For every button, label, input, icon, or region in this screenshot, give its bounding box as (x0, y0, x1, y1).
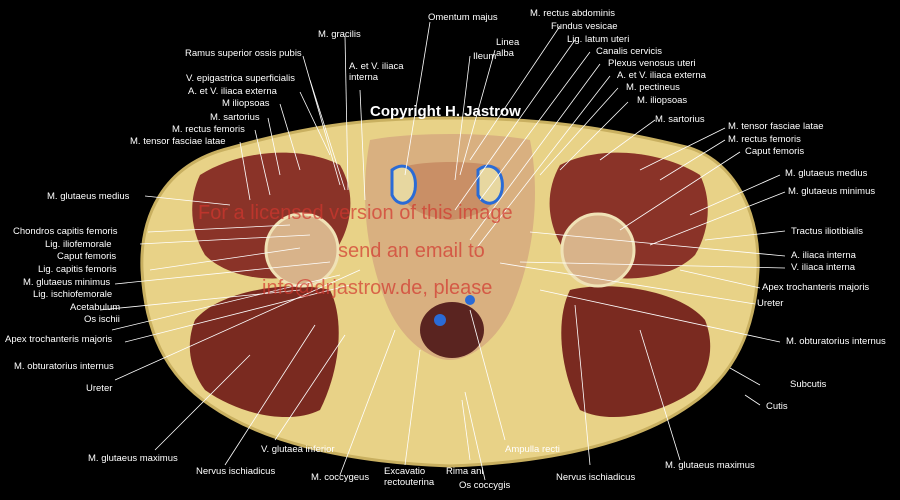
leader-lines (99, 21, 786, 481)
label-m-sartorius-left: M. sartorius (210, 112, 260, 123)
label-ureter-right: Ureter (757, 298, 784, 309)
label-tractus-iliotibialis: Tractus iliotibialis (791, 226, 863, 237)
label-m-tensor-fasciae-latae-right: M. tensor fasciae latae (728, 121, 824, 132)
label-lig-ischiofemorale: Lig. ischiofemorale (33, 289, 113, 300)
label-apex-trochanteris-left: Apex trochanteris majoris (5, 334, 113, 345)
label-linea-alba: Linea alba (496, 37, 520, 59)
label-m-coccygeus: M. coccygeus (311, 472, 370, 483)
label-plexus-venosus-uteri: Plexus venosus uteri (608, 58, 696, 69)
label-caput-femoris-left: Caput femoris (57, 251, 117, 262)
label-rima-ani: Rima ani (446, 466, 484, 477)
label-os-coccygis: Os coccygis (459, 480, 511, 491)
label-ramus-superior: Ramus superior ossis pubis (185, 48, 302, 59)
label-m-rectus-femoris-right: M. rectus femoris (728, 134, 801, 145)
watermark-line1: For a licensed version of this image (198, 202, 513, 224)
label-m-obturatorius-internus-right: M. obturatorius internus (786, 336, 886, 347)
label-ileum: Ileum (473, 51, 497, 62)
bladder (398, 162, 502, 220)
label-v-epigastrica-superficialis: V. epigastrica superficialis (186, 73, 295, 84)
label-m-sartorius-right: M. sartorius (655, 114, 705, 125)
label-m-iliopsoas-left: M iliopsoas (222, 98, 270, 109)
label-subcutis: Subcutis (790, 379, 827, 390)
label-os-ischii: Os ischii (84, 314, 120, 325)
rectum (420, 302, 484, 358)
label-lig-iliofemorale: Lig. iliofemorale (45, 239, 112, 250)
label-apex-trochanteris-right: Apex trochanteris majoris (762, 282, 870, 293)
femoral-head-right (560, 212, 636, 288)
ileum-loop-left (390, 164, 417, 205)
label-acetabulum: Acetabulum (70, 302, 121, 313)
label-m-tensor-fasciae-latae-left: M. tensor fasciae latae (130, 136, 226, 147)
label-v-glutaea-inferior: V. glutaea inferior (261, 444, 335, 455)
label-ampulla-recti: Ampulla recti (505, 444, 560, 455)
label-fundus-vesicae: Fundus vesicae (551, 21, 618, 32)
label-a-iliaca-interna: A. iliaca interna (791, 250, 856, 261)
label-a-v-iliaca-externa-right: A. et V. iliaca externa (617, 70, 706, 81)
gluteus-maximus-left (189, 286, 339, 418)
watermark-line3: info@drjastrow.de, please (262, 277, 493, 299)
label-m-glutaeus-minimus-right: M. glutaeus minimus (788, 186, 876, 197)
label-m-obturatorius-internus-left: M. obturatorius internus (14, 361, 114, 372)
label-m-gracilis: M. gracilis (318, 29, 361, 40)
label-lig-capitis-femoris: Lig. capitis femoris (38, 264, 117, 275)
label-m-glutaeus-minimus-left: M. glutaeus minimus (23, 277, 111, 288)
label-ureter-left: Ureter (86, 383, 113, 394)
label-omentum-majus: Omentum majus (428, 12, 498, 23)
label-m-rectus-femoris-left: M. rectus femoris (172, 124, 245, 135)
label-nervus-ischiadicus-left: Nervus ischiadicus (196, 466, 276, 477)
copyright-text: Copyright H. Jastrow (370, 103, 521, 120)
venous-plexus-2 (465, 295, 475, 305)
label-chondros-capitis-femoris: Chondros capitis femoris (13, 226, 118, 237)
label-caput-femoris-right: Caput femoris (745, 146, 805, 157)
label-m-pectineus: M. pectineus (626, 82, 680, 93)
ileum-loop-right (476, 164, 504, 205)
label-cutis: Cutis (766, 401, 788, 412)
label-lig-latum-uteri: Lig. latum uteri (567, 34, 630, 45)
label-m-rectus-abdominis: M. rectus abdominis (530, 8, 616, 19)
label-v-iliaca-interna: V. iliaca interna (791, 262, 856, 273)
label-excavatio-rectouterina: Excavatio rectouterina (384, 466, 435, 488)
watermark-line2: send an email to (338, 240, 485, 262)
label-nervus-ischiadicus-right: Nervus ischiadicus (556, 472, 636, 483)
label-m-glutaeus-medius-right: M. glutaeus medius (785, 168, 868, 179)
label-a-v-iliaca-interna: A. et V. iliaca interna (349, 61, 404, 83)
label-m-glutaeus-maximus-right: M. glutaeus maximus (665, 460, 755, 471)
label-a-v-iliaca-externa-left: A. et V. iliaca externa (188, 86, 277, 97)
femoral-head-left (264, 212, 340, 288)
venous-plexus (434, 314, 446, 326)
label-canalis-cervicis: Canalis cervicis (596, 46, 662, 57)
label-m-glutaeus-maximus-left: M. glutaeus maximus (88, 453, 178, 464)
label-m-iliopsoas-right: M. iliopsoas (637, 95, 688, 106)
label-m-glutaeus-medius-left: M. glutaeus medius (47, 191, 130, 202)
